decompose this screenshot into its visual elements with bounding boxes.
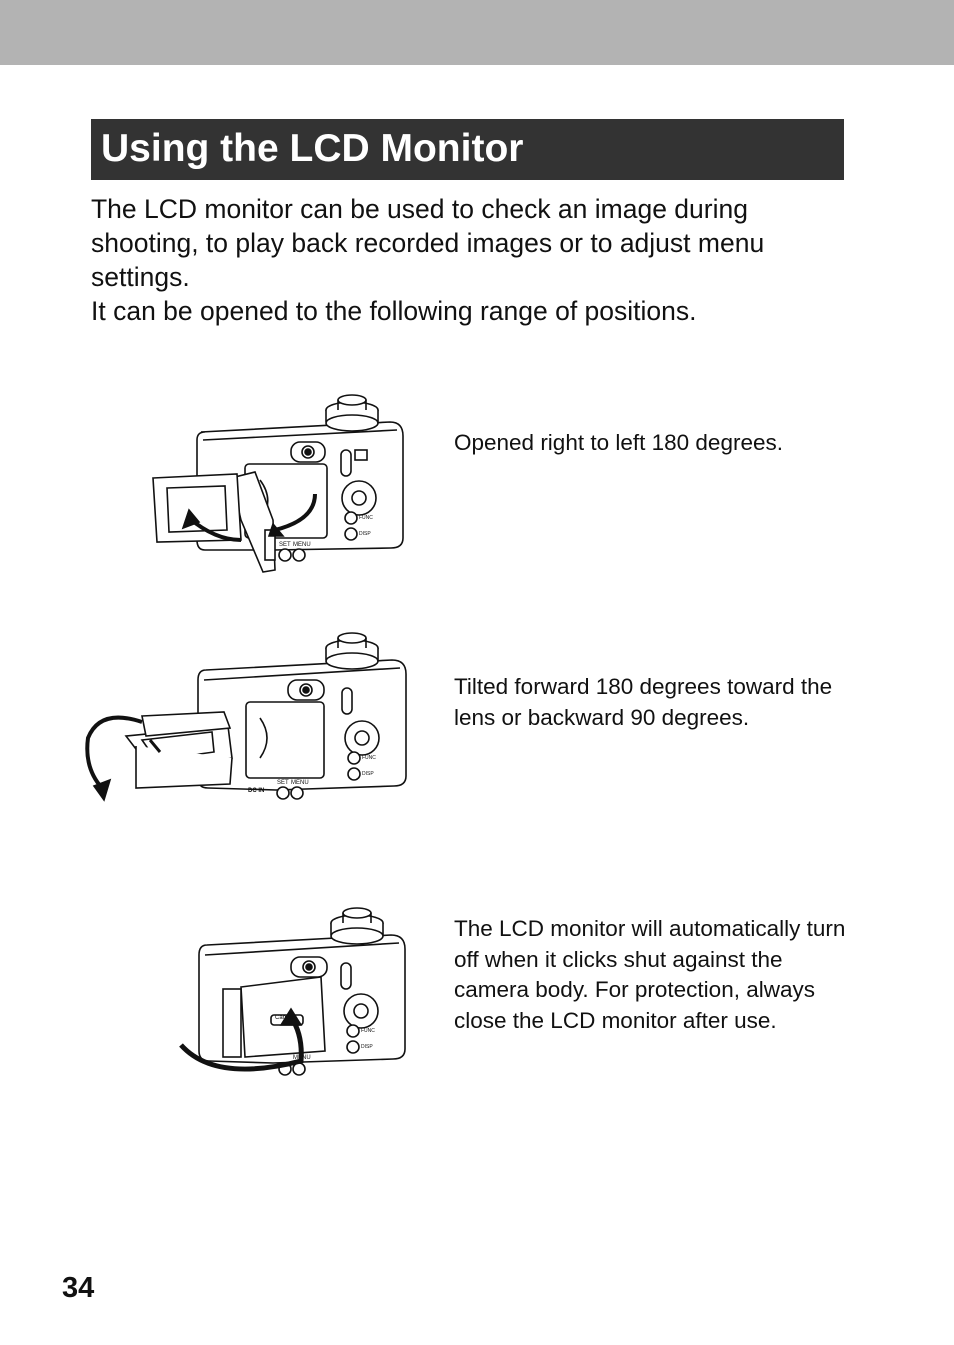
caption-open-sideways: Opened right to left 180 degrees. <box>454 430 783 455</box>
disp-label: DISP <box>361 1044 373 1050</box>
brand-label: Canon <box>275 1015 293 1021</box>
menu-label: MENU <box>291 780 309 786</box>
set-label: SET <box>277 780 289 786</box>
func-label: FUNC <box>362 755 376 761</box>
menu-label: MENU <box>293 542 311 548</box>
section-title-bar: Using the LCD Monitor <box>91 119 844 180</box>
intro-paragraph-1: The LCD monitor can be used to check an … <box>91 194 765 292</box>
camera-illustration-closed: Canon MENU FUNC DISP <box>175 905 410 1085</box>
header-band <box>0 0 954 65</box>
intro-text: The LCD monitor can be used to check an … <box>91 192 851 328</box>
caption-closed: The LCD monitor will automatically turn … <box>454 916 846 1033</box>
intro-paragraph-2: It can be opened to the following range … <box>91 296 697 326</box>
func-label: FUNC <box>361 1028 375 1034</box>
dc-in-label: DC IN <box>248 788 265 794</box>
camera-illustration-tilted: DC IN SET MENU FUNC DISP <box>80 628 410 808</box>
caption-tilted: Tilted forward 180 degrees toward the le… <box>454 674 833 730</box>
menu-label: MENU <box>293 1055 311 1061</box>
func-label: FUNC <box>359 515 373 521</box>
set-label: SET <box>279 542 291 548</box>
disp-label: DISP <box>362 771 374 777</box>
page-title: Using the LCD Monitor <box>101 127 524 170</box>
disp-label: DISP <box>359 531 371 537</box>
camera-illustration-open-sideways: SET MENU FUNC DISP <box>145 390 410 580</box>
page-number: 34 <box>62 1272 95 1304</box>
